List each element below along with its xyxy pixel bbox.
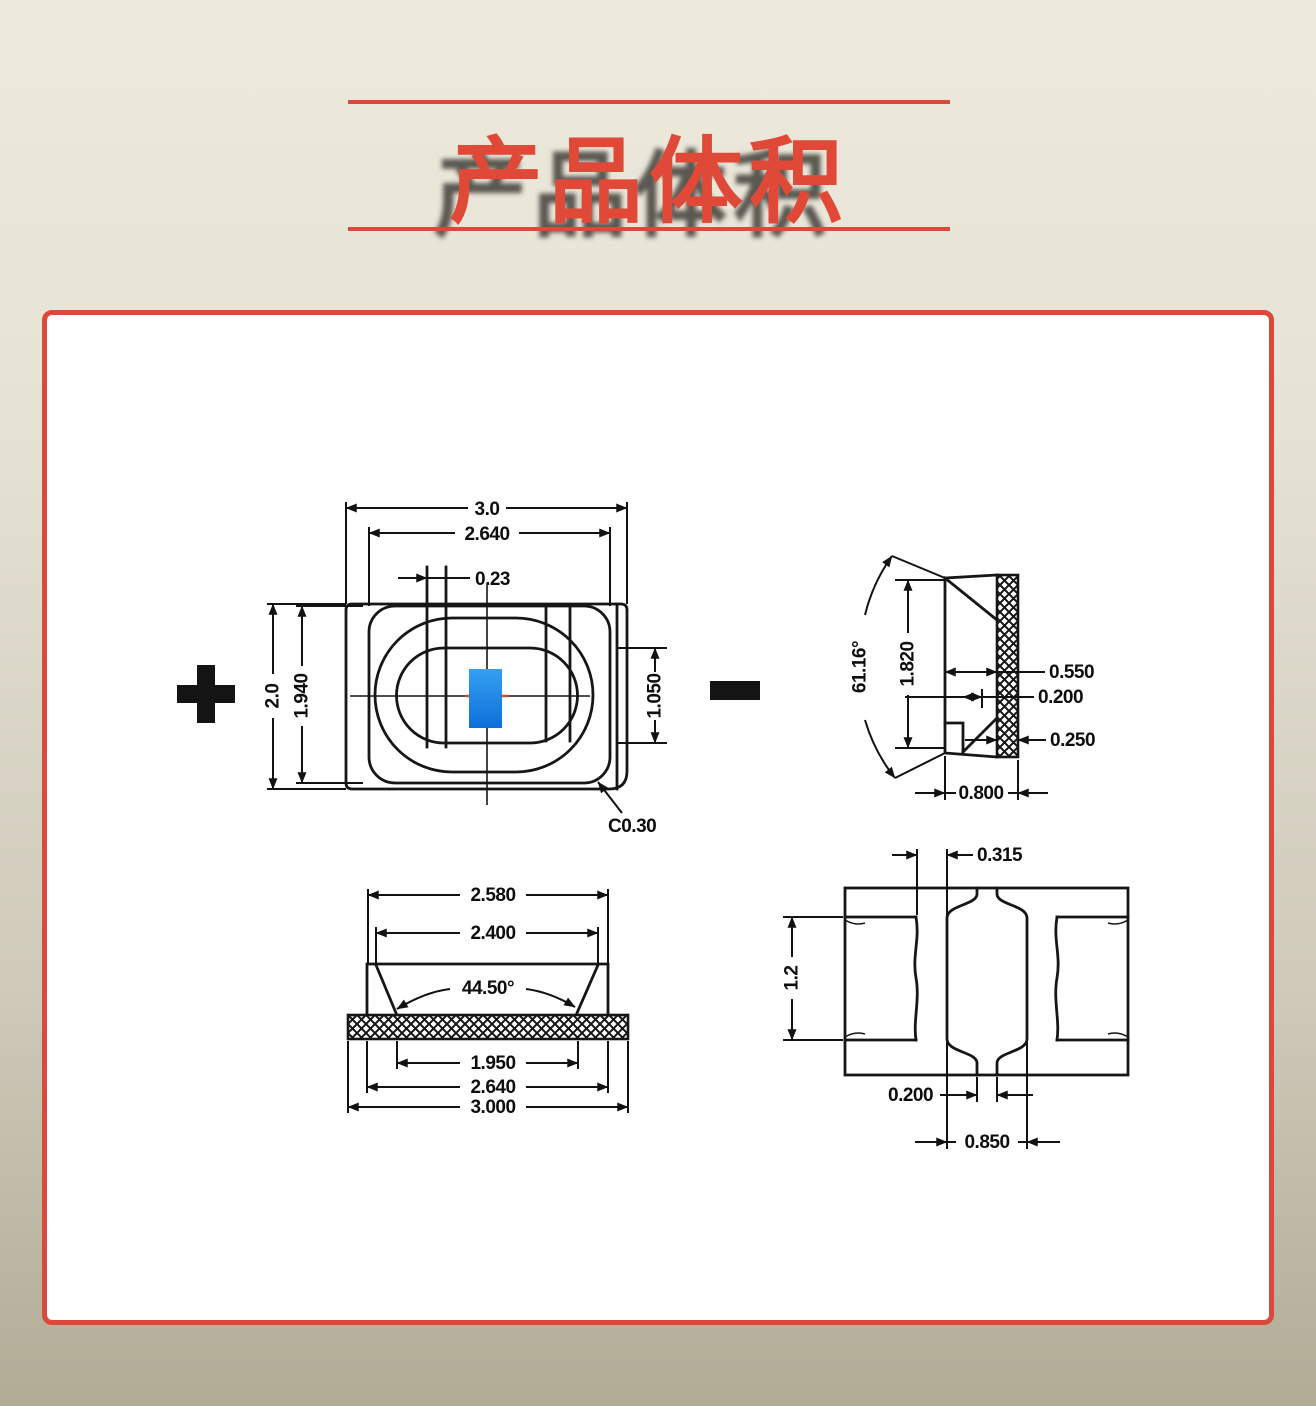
title-rule-top [348,100,950,104]
svg-text:0.550: 0.550 [1049,662,1094,683]
dim-outer-width: 3.0 [345,499,628,604]
drawing-panel [42,310,1274,1325]
bottom-package-outline [843,886,1130,1077]
svg-text:1.950: 1.950 [470,1053,515,1074]
leadframe-hatch-front [346,1013,630,1041]
svg-text:2.580: 2.580 [470,885,515,906]
side-view-drawing: 61.16° 1.820 0.550 0.200 0.250 0.800 [850,555,1096,804]
led-chip [469,669,502,728]
svg-text:0.200: 0.200 [888,1085,933,1106]
dim-total-width: 3.000 [347,1041,629,1118]
dim-outer-height: 2.0 [263,603,346,790]
dim-neck-width: 0.200 [888,1077,1033,1106]
svg-text:3.000: 3.000 [470,1097,515,1118]
svg-text:61.16°: 61.16° [850,641,871,693]
dim-lead-step: 0.200 [905,687,1084,708]
svg-text:0.800: 0.800 [958,783,1003,804]
dim-cup-depth-width: 0.550 [944,662,1095,683]
svg-text:0.23: 0.23 [475,569,510,590]
svg-text:2.0: 2.0 [263,684,284,709]
minus-polarity-mark [710,681,760,700]
svg-text:2.640: 2.640 [464,524,509,545]
bottom-view-drawing: 1.2 0.315 0.200 0.850 [782,845,1130,1153]
dim-base-width: 0.800 [915,756,1048,804]
title-rule-bottom [348,227,950,231]
svg-text:0.850: 0.850 [964,1132,1009,1153]
dim-electrode-gap: 0.23 [398,569,510,590]
front-view-drawing: 2.580 2.400 44.50° 1.950 2.640 3.000 [346,885,630,1118]
chamfer-callout: C0.30 [597,781,657,837]
dim-body-height: 1.940 [292,605,363,784]
svg-text:1.940: 1.940 [292,673,313,718]
package-outline [344,565,629,791]
dim-cup-opening-height: 1.050 [618,647,667,744]
dim-body-width: 2.640 [368,524,611,606]
right-electrode-lines [544,602,619,791]
svg-text:1.050: 1.050 [645,673,666,718]
dim-front-body-width: 2.640 [366,1041,609,1098]
dim-center-pad-width: 0.850 [915,1042,1060,1153]
page-title: 产品体积 [448,128,849,237]
leadframe-hatch [995,573,1020,759]
dim-cup-angle: 61.16° [850,555,946,779]
dim-side-height: 1.820 [895,579,945,749]
svg-text:2.400: 2.400 [470,923,515,944]
left-pad [843,915,919,1042]
svg-text:1.2: 1.2 [782,966,803,991]
svg-text:C0.30: C0.30 [608,816,656,837]
svg-text:0.200: 0.200 [1038,687,1083,708]
svg-text:3.0: 3.0 [475,499,500,520]
dim-side-pad-height: 1.2 [782,916,843,1041]
right-pad [1054,915,1130,1042]
svg-text:1.820: 1.820 [898,641,919,686]
svg-text:2.640: 2.640 [470,1077,515,1098]
dim-cup-top-width: 2.400 [375,923,599,964]
plus-polarity-mark [177,665,235,723]
svg-text:0.250: 0.250 [1050,730,1095,751]
front-body-outline [365,962,610,1017]
dim-cup-bottom-width: 1.950 [396,1041,579,1074]
dim-lead-thickness: 0.250 [965,730,1096,751]
top-view-drawing: 3.0 2.640 0.23 2.0 1.940 1.050 C0.30 [177,499,760,837]
dim-top-opening-width: 2.580 [367,885,609,964]
svg-text:44.50°: 44.50° [462,978,514,999]
dim-front-cup-angle: 44.50° [396,978,576,1010]
svg-text:0.315: 0.315 [977,845,1023,866]
center-pad [945,886,1029,1077]
side-body-outline [943,573,999,759]
left-electrode-lines [425,565,448,749]
